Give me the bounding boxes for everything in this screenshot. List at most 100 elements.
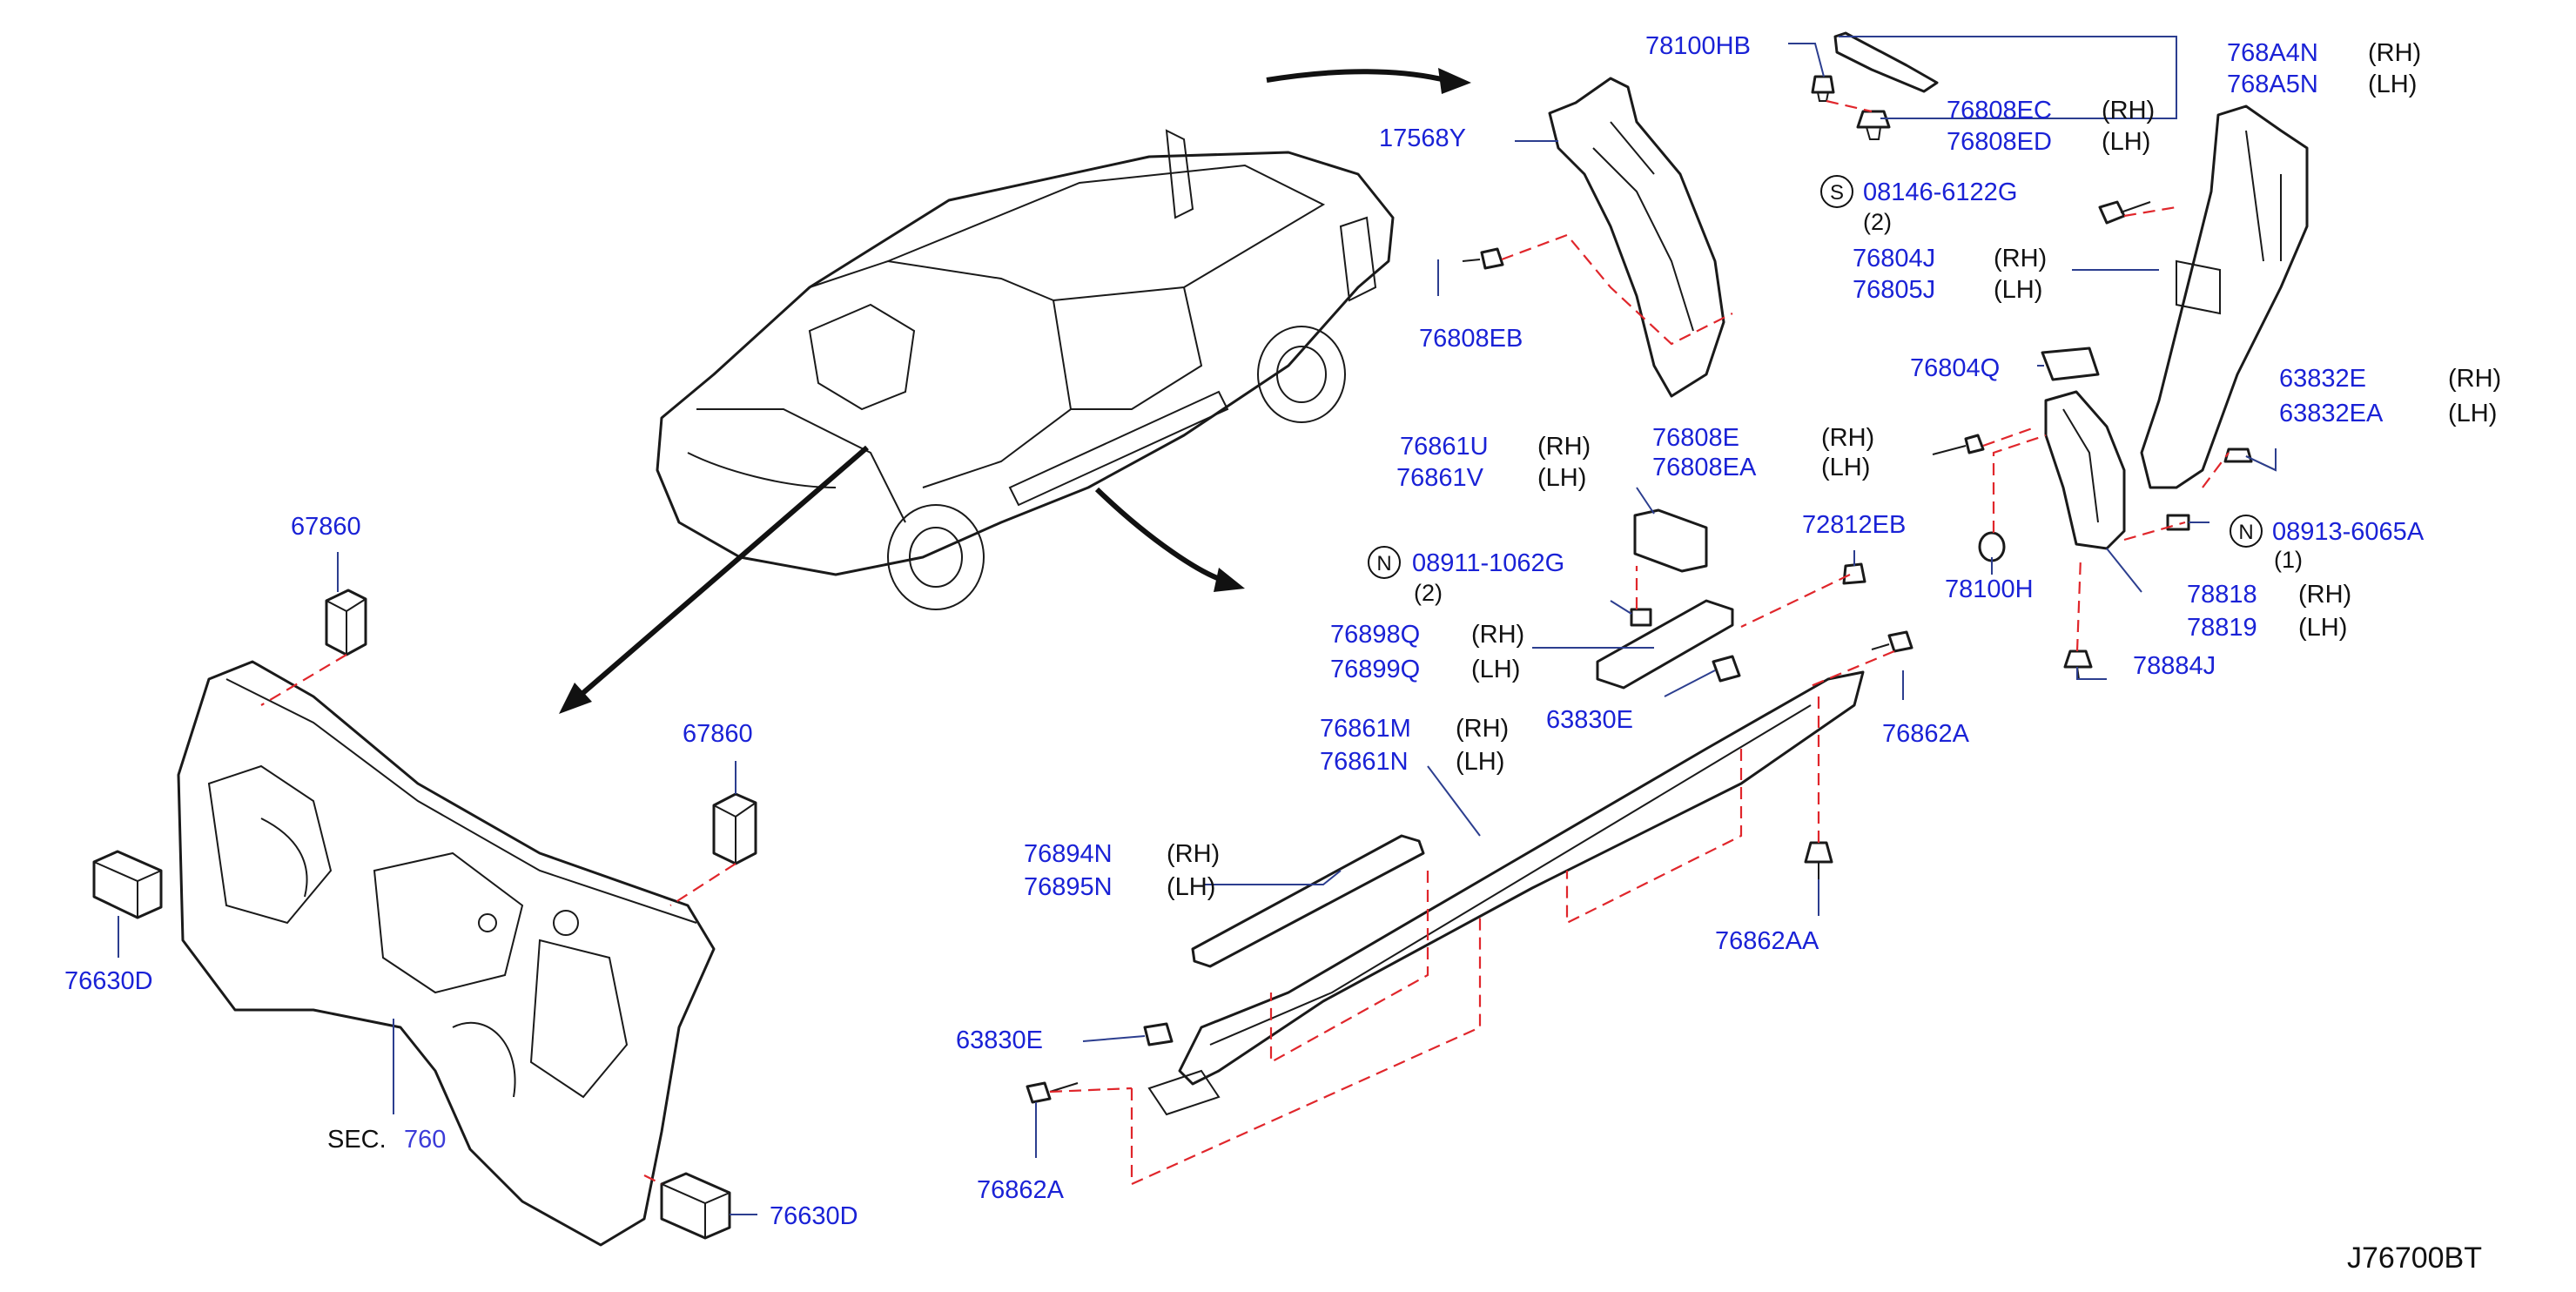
- side-label-76805j: (LH): [1994, 276, 2042, 304]
- part-number-76861v: 76861V: [1396, 464, 1484, 492]
- part-number-67860-upper: 67860: [291, 513, 361, 541]
- side-label-76808e: (RH): [1821, 424, 1874, 452]
- side-label-768a4n: (RH): [2368, 39, 2421, 67]
- part-number-76630d-left: 76630D: [64, 967, 153, 995]
- part-number-08913-6065a: 08913-6065A: [2272, 518, 2425, 546]
- wheelarch-protector-78818: [2044, 390, 2126, 550]
- part-number-76804j: 76804J: [1853, 245, 1935, 273]
- part-number-67860-lower: 67860: [683, 720, 753, 748]
- part-number-76898q: 76898Q: [1330, 621, 1420, 649]
- side-label-63832e: (RH): [2448, 365, 2501, 393]
- grommet-78100h: [1978, 531, 2006, 562]
- badge-letter-n-upper: N: [2238, 521, 2253, 544]
- part-number-76894n: 76894N: [1024, 840, 1113, 868]
- side-label-63832ea: (LH): [2448, 400, 2497, 427]
- side-label-76861u: (RH): [1537, 433, 1591, 461]
- clip-78100hb: [1811, 75, 1835, 102]
- part-number-76861n: 76861N: [1320, 748, 1409, 776]
- clip-63830e-upper: [1712, 655, 1741, 683]
- part-number-76808eb: 76808EB: [1419, 325, 1523, 353]
- side-label-76861n: (LH): [1456, 748, 1504, 776]
- part-number-63832e: 63832E: [2279, 365, 2366, 393]
- clip-63830e-lower: [1143, 1022, 1174, 1046]
- quantity-08146-6122g: (2): [1863, 209, 1892, 235]
- part-number-78819: 78819: [2187, 614, 2257, 642]
- part-number-63832ea: 63832EA: [2279, 400, 2384, 427]
- part-number-63830e-upper: 63830E: [1546, 706, 1633, 734]
- part-number-72812eb: 72812EB: [1802, 511, 1906, 539]
- part-number-768a5n: 768A5N: [2227, 71, 2318, 98]
- part-number-76861m: 76861M: [1320, 715, 1411, 743]
- seal-76804q: [2041, 347, 2100, 381]
- diagram-code: J76700BT: [2347, 1242, 2482, 1275]
- rear-mudguard-76804j: [2140, 104, 2309, 489]
- side-label-78819: (LH): [2298, 614, 2347, 642]
- assembly-guide-lines: [260, 99, 2230, 1186]
- dash-panel-assembly: [177, 660, 716, 1247]
- badge-n-08913-6065a: [2230, 515, 2263, 548]
- vehicle-illustration: [656, 129, 1395, 610]
- badge-n-08911-1062g: [1368, 546, 1401, 579]
- quantity-08913-6065a: (1): [2274, 547, 2303, 573]
- part-number-76808ea: 76808EA: [1652, 454, 1757, 481]
- part-number-78884j: 78884J: [2133, 652, 2216, 680]
- insulator-67860-lower: [712, 792, 757, 865]
- leader-lines: [118, 36, 2277, 1215]
- section-prefix: SEC.: [327, 1126, 387, 1154]
- bolt-76862a-right: [1871, 630, 1914, 653]
- part-number-08911-1062g: 08911-1062G: [1412, 549, 1564, 577]
- insulator-76630d-left: [92, 850, 163, 919]
- side-label-76804j: (RH): [1994, 245, 2047, 273]
- part-number-17568y: 17568Y: [1379, 124, 1466, 152]
- part-number-76808ed: 76808ED: [1947, 128, 2052, 156]
- screw-08146-6122g: [2098, 200, 2151, 225]
- clip-76808e: [1932, 434, 1985, 455]
- part-number-76862aa: 76862AA: [1715, 927, 1819, 955]
- side-label-76861m: (RH): [1456, 715, 1509, 743]
- part-number-78100hb: 78100HB: [1645, 32, 1751, 60]
- part-labels: 78100HB 768A4N (RH) 768A5N (LH) 76808EC …: [64, 32, 2501, 1275]
- part-number-76862a-bottom: 76862A: [977, 1176, 1065, 1204]
- nut-08911-1062g: [1630, 608, 1652, 627]
- kick-plate-76894n: [1191, 834, 1425, 968]
- part-number-76804q: 76804Q: [1910, 354, 2000, 382]
- side-label-76808ec: (RH): [2102, 97, 2155, 124]
- part-number-08146-6122g: 08146-6122G: [1863, 178, 2017, 206]
- part-number-76861u: 76861U: [1400, 433, 1489, 461]
- insulator-76630d-right: [660, 1172, 731, 1240]
- clip-76808eb: [1462, 247, 1504, 270]
- section-number[interactable]: 760: [404, 1126, 446, 1154]
- part-number-76862a-right: 76862A: [1882, 720, 1970, 748]
- part-number-76805j: 76805J: [1853, 276, 1935, 304]
- side-label-76895n: (LH): [1167, 873, 1215, 901]
- side-label-76861v: (LH): [1537, 464, 1586, 492]
- side-label-76899q: (LH): [1471, 656, 1520, 683]
- badge-letter-s: S: [1830, 181, 1844, 205]
- part-number-78100h: 78100H: [1945, 575, 2034, 603]
- bracket-768a4n: [1833, 31, 1939, 93]
- bolt-76862aa: [1804, 841, 1833, 879]
- side-label-76898q: (RH): [1471, 621, 1524, 649]
- part-number-63830e-lower: 63830E: [956, 1026, 1043, 1054]
- side-label-76808ed: (LH): [2102, 128, 2150, 156]
- side-label-78818: (RH): [2298, 581, 2351, 609]
- part-number-76899q: 76899Q: [1330, 656, 1420, 683]
- side-label-76894n: (RH): [1167, 840, 1220, 868]
- side-label-768a5n: (LH): [2368, 71, 2417, 98]
- badge-letter-n-lower: N: [1376, 552, 1391, 575]
- part-number-76808e: 76808E: [1652, 424, 1739, 452]
- quantity-08911-1062g: (2): [1414, 580, 1443, 606]
- insulator-67860-upper: [325, 589, 367, 656]
- side-label-76808ea: (LH): [1821, 454, 1870, 481]
- clip-76808ec: [1856, 110, 1891, 140]
- bracket-76861u: [1633, 508, 1708, 573]
- part-number-768a4n: 768A4N: [2227, 39, 2318, 67]
- part-number-76630d-right: 76630D: [770, 1202, 858, 1230]
- pillar-trim-17568y: [1548, 77, 1725, 398]
- clip-72812eb: [1842, 562, 1866, 585]
- nut-08913-6065a: [2166, 514, 2190, 531]
- part-number-78818: 78818: [2187, 581, 2257, 609]
- part-number-76895n: 76895N: [1024, 873, 1113, 901]
- badge-s-08146-6122g: [1820, 175, 1853, 208]
